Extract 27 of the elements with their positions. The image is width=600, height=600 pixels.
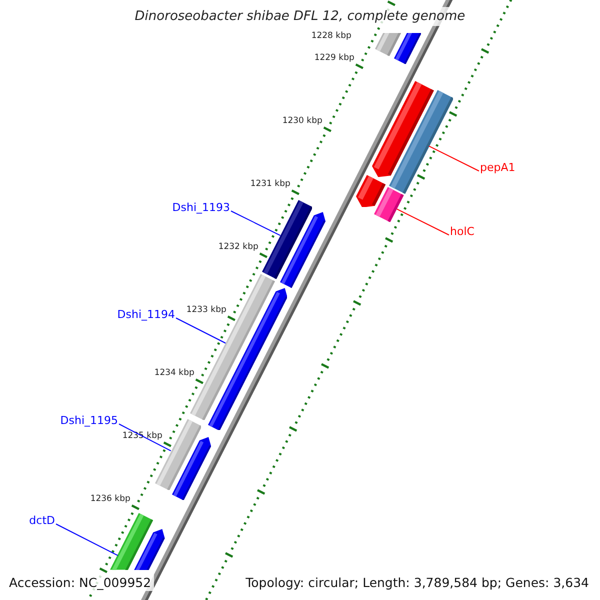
- gene-bar: [208, 288, 288, 430]
- gene-label: holC: [450, 225, 474, 238]
- gene-label: Dshi_1193: [172, 201, 230, 214]
- scale-label: 1233 kbp: [186, 305, 226, 316]
- gene-label: dctD: [29, 514, 55, 527]
- scale-label: 1232 kbp: [218, 242, 258, 252]
- scale-label: 1230 kbp: [282, 116, 322, 126]
- gene-bar: [280, 212, 326, 288]
- leader-line: [118, 424, 172, 452]
- scale-label: 1236 kbp: [90, 494, 130, 504]
- leader-line: [428, 146, 480, 172]
- gene-bar: [356, 174, 386, 208]
- leader-line: [176, 318, 226, 344]
- footer-text: Accession: NC_009952: [6, 574, 154, 591]
- gene-bar: [374, 187, 404, 222]
- gene-label: pepA1: [480, 161, 516, 174]
- scale-label: 1235 kbp: [122, 431, 162, 442]
- gene-label: Dshi_1194: [117, 308, 175, 321]
- gene-bar: [388, 90, 454, 194]
- leader-line: [56, 524, 118, 556]
- leader-line: [396, 208, 450, 236]
- scale-label: 1228 kbp: [311, 31, 352, 41]
- gene-label: Dshi_1195: [60, 414, 118, 427]
- scale-label: 1231 kbp: [250, 179, 290, 190]
- scale-label: 1229 kbp: [314, 53, 354, 64]
- scale-label: 1234 kbp: [154, 368, 194, 378]
- gene-bar: [172, 436, 212, 500]
